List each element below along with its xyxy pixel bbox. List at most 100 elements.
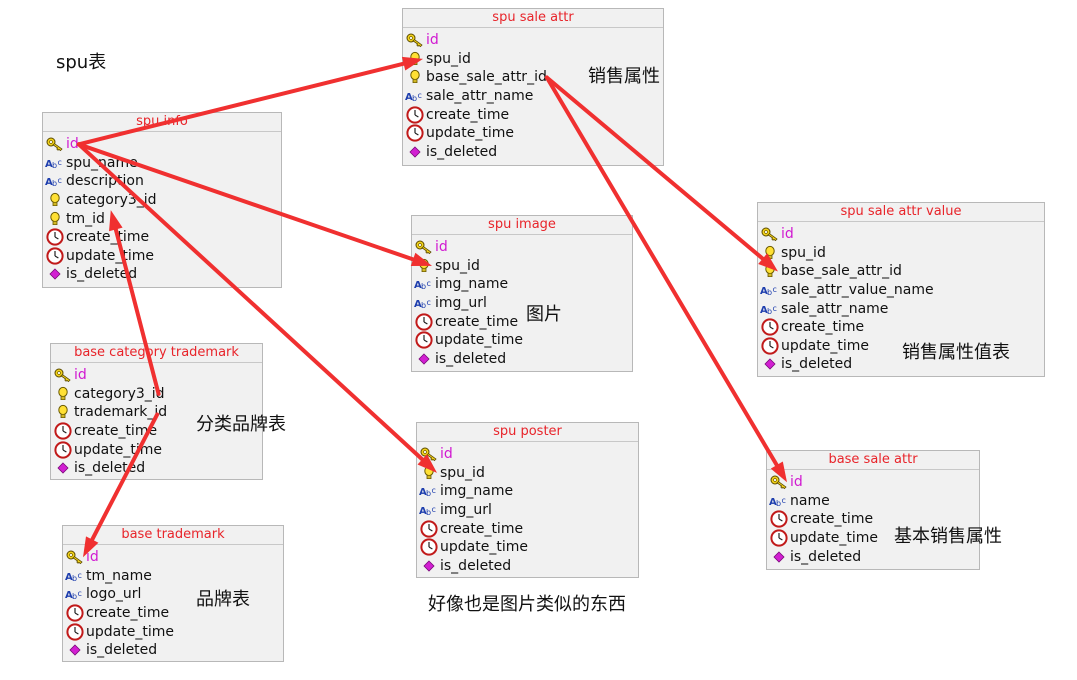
field-name: id — [790, 474, 803, 491]
svg-text:A: A — [45, 159, 53, 170]
svg-text:c: c — [427, 298, 431, 307]
field-name: create_time — [66, 229, 150, 246]
svg-text:A: A — [405, 92, 413, 103]
field-row[interactable]: create_time — [419, 519, 638, 538]
field-name: is_deleted — [435, 350, 507, 367]
svg-text:c: c — [418, 91, 422, 100]
key-icon — [760, 225, 780, 243]
field-row[interactable]: create_time — [414, 312, 632, 331]
diamond-icon — [405, 143, 425, 161]
field-row[interactable]: id — [45, 135, 281, 154]
svg-text:A: A — [45, 177, 53, 188]
svg-text:b: b — [776, 499, 781, 508]
field-row[interactable]: update_time — [405, 124, 663, 143]
svg-text:c: c — [58, 158, 62, 167]
field-row[interactable]: create_time — [769, 510, 979, 529]
field-row[interactable]: id — [414, 238, 632, 257]
clock-icon — [414, 331, 434, 349]
field-row[interactable]: update_time — [419, 538, 638, 557]
field-row[interactable]: id — [405, 31, 663, 50]
field-row[interactable]: category3_id — [53, 385, 262, 404]
bulb-icon — [414, 257, 434, 275]
field-row[interactable]: category3_id — [45, 191, 281, 210]
svg-text:b: b — [52, 161, 57, 170]
svg-text:c: c — [773, 304, 777, 313]
field-row[interactable]: is_deleted — [45, 265, 281, 284]
field-row[interactable]: update_time — [65, 622, 283, 641]
field-row[interactable]: is_deleted — [769, 547, 979, 566]
diamond-icon — [53, 459, 73, 477]
table-title: base sale attr — [767, 451, 979, 470]
field-row[interactable]: is_deleted — [53, 459, 262, 478]
field-name: spu_id — [440, 464, 485, 481]
field-row[interactable]: update_time — [53, 440, 262, 459]
field-name: create_time — [86, 605, 170, 622]
field-row[interactable]: id — [53, 366, 262, 385]
note-poster: 好像也是图片类似的东西 — [428, 594, 626, 615]
diamond-icon — [419, 557, 439, 575]
field-row[interactable]: update_time — [414, 331, 632, 350]
field-name: update_time — [781, 337, 869, 354]
field-name: create_time — [790, 511, 874, 528]
field-row[interactable]: update_time — [45, 247, 281, 266]
field-row[interactable]: create_time — [45, 228, 281, 247]
field-row[interactable]: tm_id — [45, 209, 281, 228]
field-row[interactable]: spu_id — [414, 257, 632, 276]
field-row[interactable]: is_deleted — [405, 143, 663, 162]
field-row[interactable]: is_deleted — [65, 641, 283, 660]
svg-text:A: A — [769, 497, 777, 508]
field-name: update_time — [426, 125, 514, 142]
field-name: id — [74, 367, 87, 384]
field-row[interactable]: spu_id — [760, 244, 1044, 263]
key-icon — [419, 445, 439, 463]
field-row[interactable]: id — [419, 445, 638, 464]
field-name: logo_url — [86, 586, 142, 603]
field-name: id — [781, 226, 794, 243]
field-name: img_url — [440, 502, 492, 519]
field-row[interactable]: spu_id — [419, 464, 638, 483]
field-row[interactable]: update_time — [769, 529, 979, 548]
field-row[interactable]: base_sale_attr_id — [405, 68, 663, 87]
field-row[interactable]: base_sale_attr_id — [760, 262, 1044, 281]
field-row[interactable]: id — [769, 473, 979, 492]
field-row[interactable]: id — [65, 548, 283, 567]
field-name: is_deleted — [426, 143, 498, 160]
table-title: spu poster — [417, 423, 638, 442]
key-icon — [53, 366, 73, 384]
note-base-sale-attr: 基本销售属性 — [894, 526, 1002, 547]
field-row[interactable]: create_time — [760, 318, 1044, 337]
svg-text:c: c — [773, 285, 777, 294]
svg-text:c: c — [432, 486, 436, 495]
field-name: tm_name — [86, 567, 152, 584]
field-row[interactable]: is_deleted — [414, 350, 632, 369]
field-name: img_name — [440, 483, 514, 500]
svg-text:b: b — [421, 301, 426, 310]
field-row[interactable]: id — [760, 225, 1044, 244]
field-row[interactable]: is_deleted — [419, 557, 638, 576]
field-row[interactable]: create_time — [405, 105, 663, 124]
svg-text:c: c — [78, 589, 82, 598]
field-name: update_time — [66, 247, 154, 264]
field-row[interactable]: create_time — [65, 604, 283, 623]
